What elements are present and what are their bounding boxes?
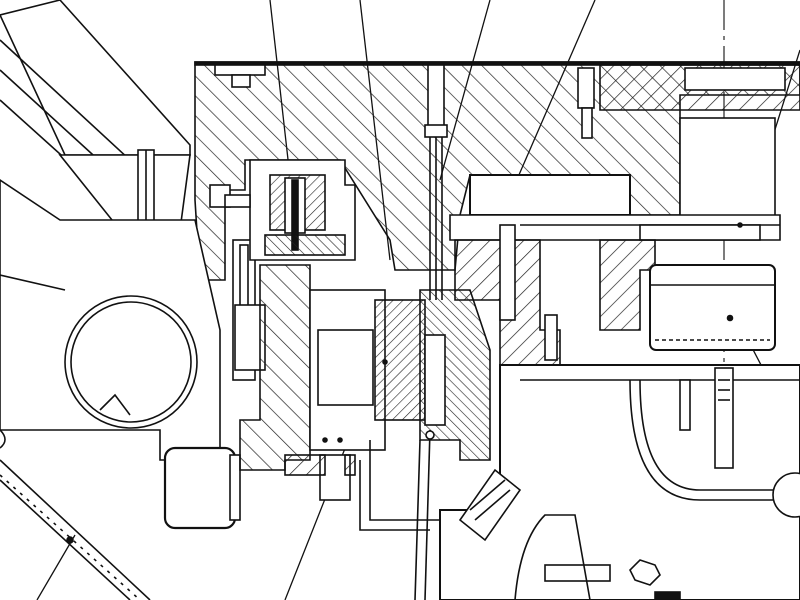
housing-block [194,61,800,281]
left-support [58,154,191,231]
motor-block [649,264,776,351]
left-diagonal-arm [0,0,191,156]
end-cap [163,446,237,530]
lower-left-rail [0,459,151,600]
right-flange [469,174,631,216]
center-hatched-insert [374,299,426,421]
circle-marker [772,472,800,518]
top-right-box [684,67,786,91]
angled-fitting [458,468,522,542]
shaft-bearing [679,117,776,219]
